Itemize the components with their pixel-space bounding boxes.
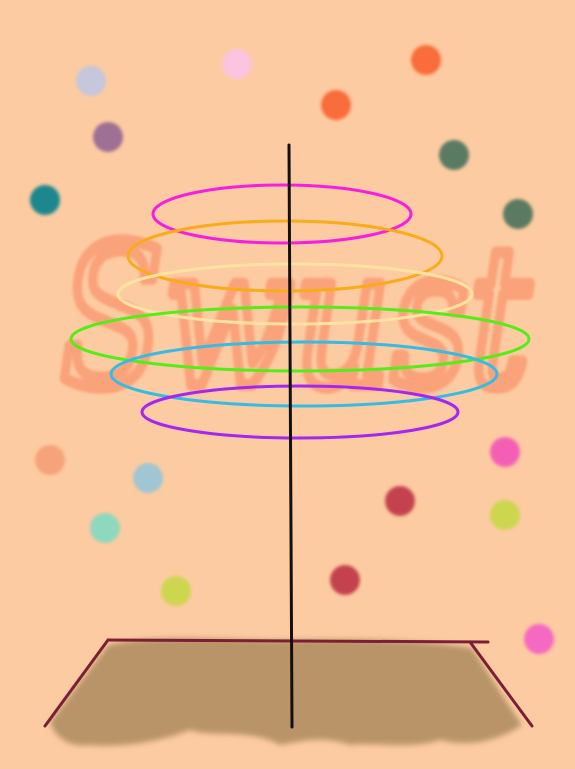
dot-skyblue	[133, 463, 163, 493]
ring-purple	[140, 384, 460, 440]
confetti-dots	[30, 45, 554, 654]
dot-salmon	[35, 445, 65, 475]
dot-mauve	[93, 122, 123, 152]
ring-cream	[116, 262, 474, 326]
dot-magenta	[524, 624, 554, 654]
dot-mint	[90, 513, 120, 543]
ring-blue	[109, 340, 499, 408]
rings	[69, 183, 531, 440]
dot-sage-far-right	[503, 199, 533, 229]
frame-left-line	[43, 638, 110, 728]
dot-pink	[222, 49, 252, 79]
ring-orange	[126, 219, 444, 293]
vertical-pole	[287, 143, 294, 729]
ring-green	[69, 305, 531, 373]
dot-hotpink-right	[490, 437, 520, 467]
dot-teal	[30, 185, 60, 215]
dot-sage-right	[439, 140, 469, 170]
dot-orange-mid	[321, 90, 351, 120]
ground-patch	[50, 638, 522, 746]
dot-crimson-mid	[330, 565, 360, 595]
dot-lavender	[76, 66, 106, 96]
frame-right-line	[468, 640, 534, 728]
frame-top-line	[106, 638, 490, 644]
dot-lime-right	[490, 500, 520, 530]
frame	[43, 638, 534, 728]
ring-magenta	[151, 183, 413, 245]
dot-lime-left	[161, 576, 191, 606]
dot-crimson-right	[385, 486, 415, 516]
dot-orange-top-right	[411, 45, 441, 75]
